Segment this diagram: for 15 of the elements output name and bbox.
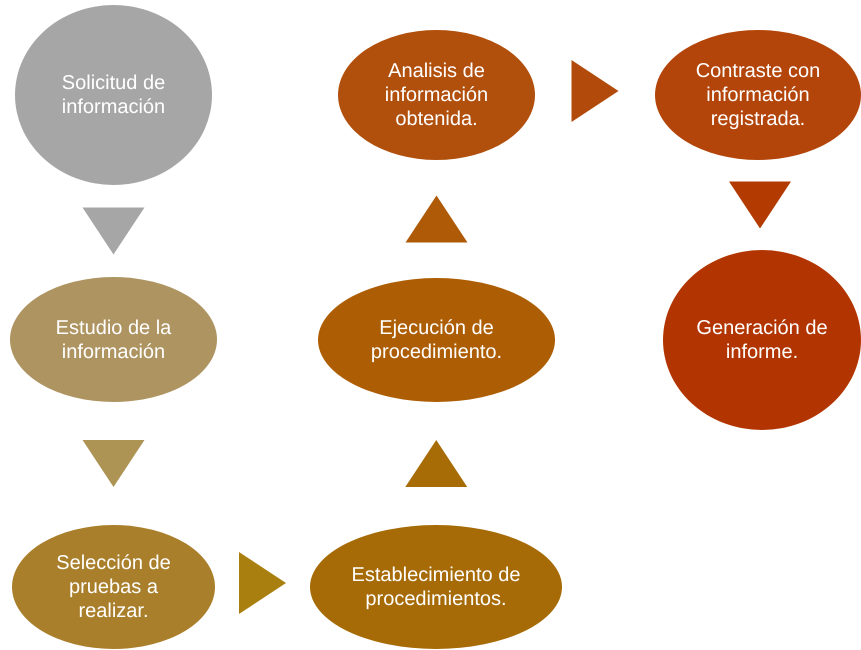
arrow — [82, 208, 144, 254]
node-label: Contraste con información registrada. — [694, 59, 822, 131]
arrow — [406, 196, 468, 242]
arrow — [405, 440, 468, 487]
arrow — [729, 182, 791, 228]
node-label: Establecimiento de procedimientos. — [350, 563, 522, 611]
node-label: Estudio de la información — [54, 316, 172, 364]
node-label: Ejecución de procedimiento. — [370, 316, 504, 364]
node-label: Solicitud de información — [60, 71, 166, 119]
arrow — [572, 60, 618, 122]
node-label: Generación de informe. — [695, 316, 829, 364]
arrow — [82, 440, 144, 487]
node-label: Selección de pruebas a realizar. — [55, 551, 172, 623]
arrow — [239, 552, 286, 614]
node-label: Analisis de información obtenida. — [384, 59, 490, 131]
